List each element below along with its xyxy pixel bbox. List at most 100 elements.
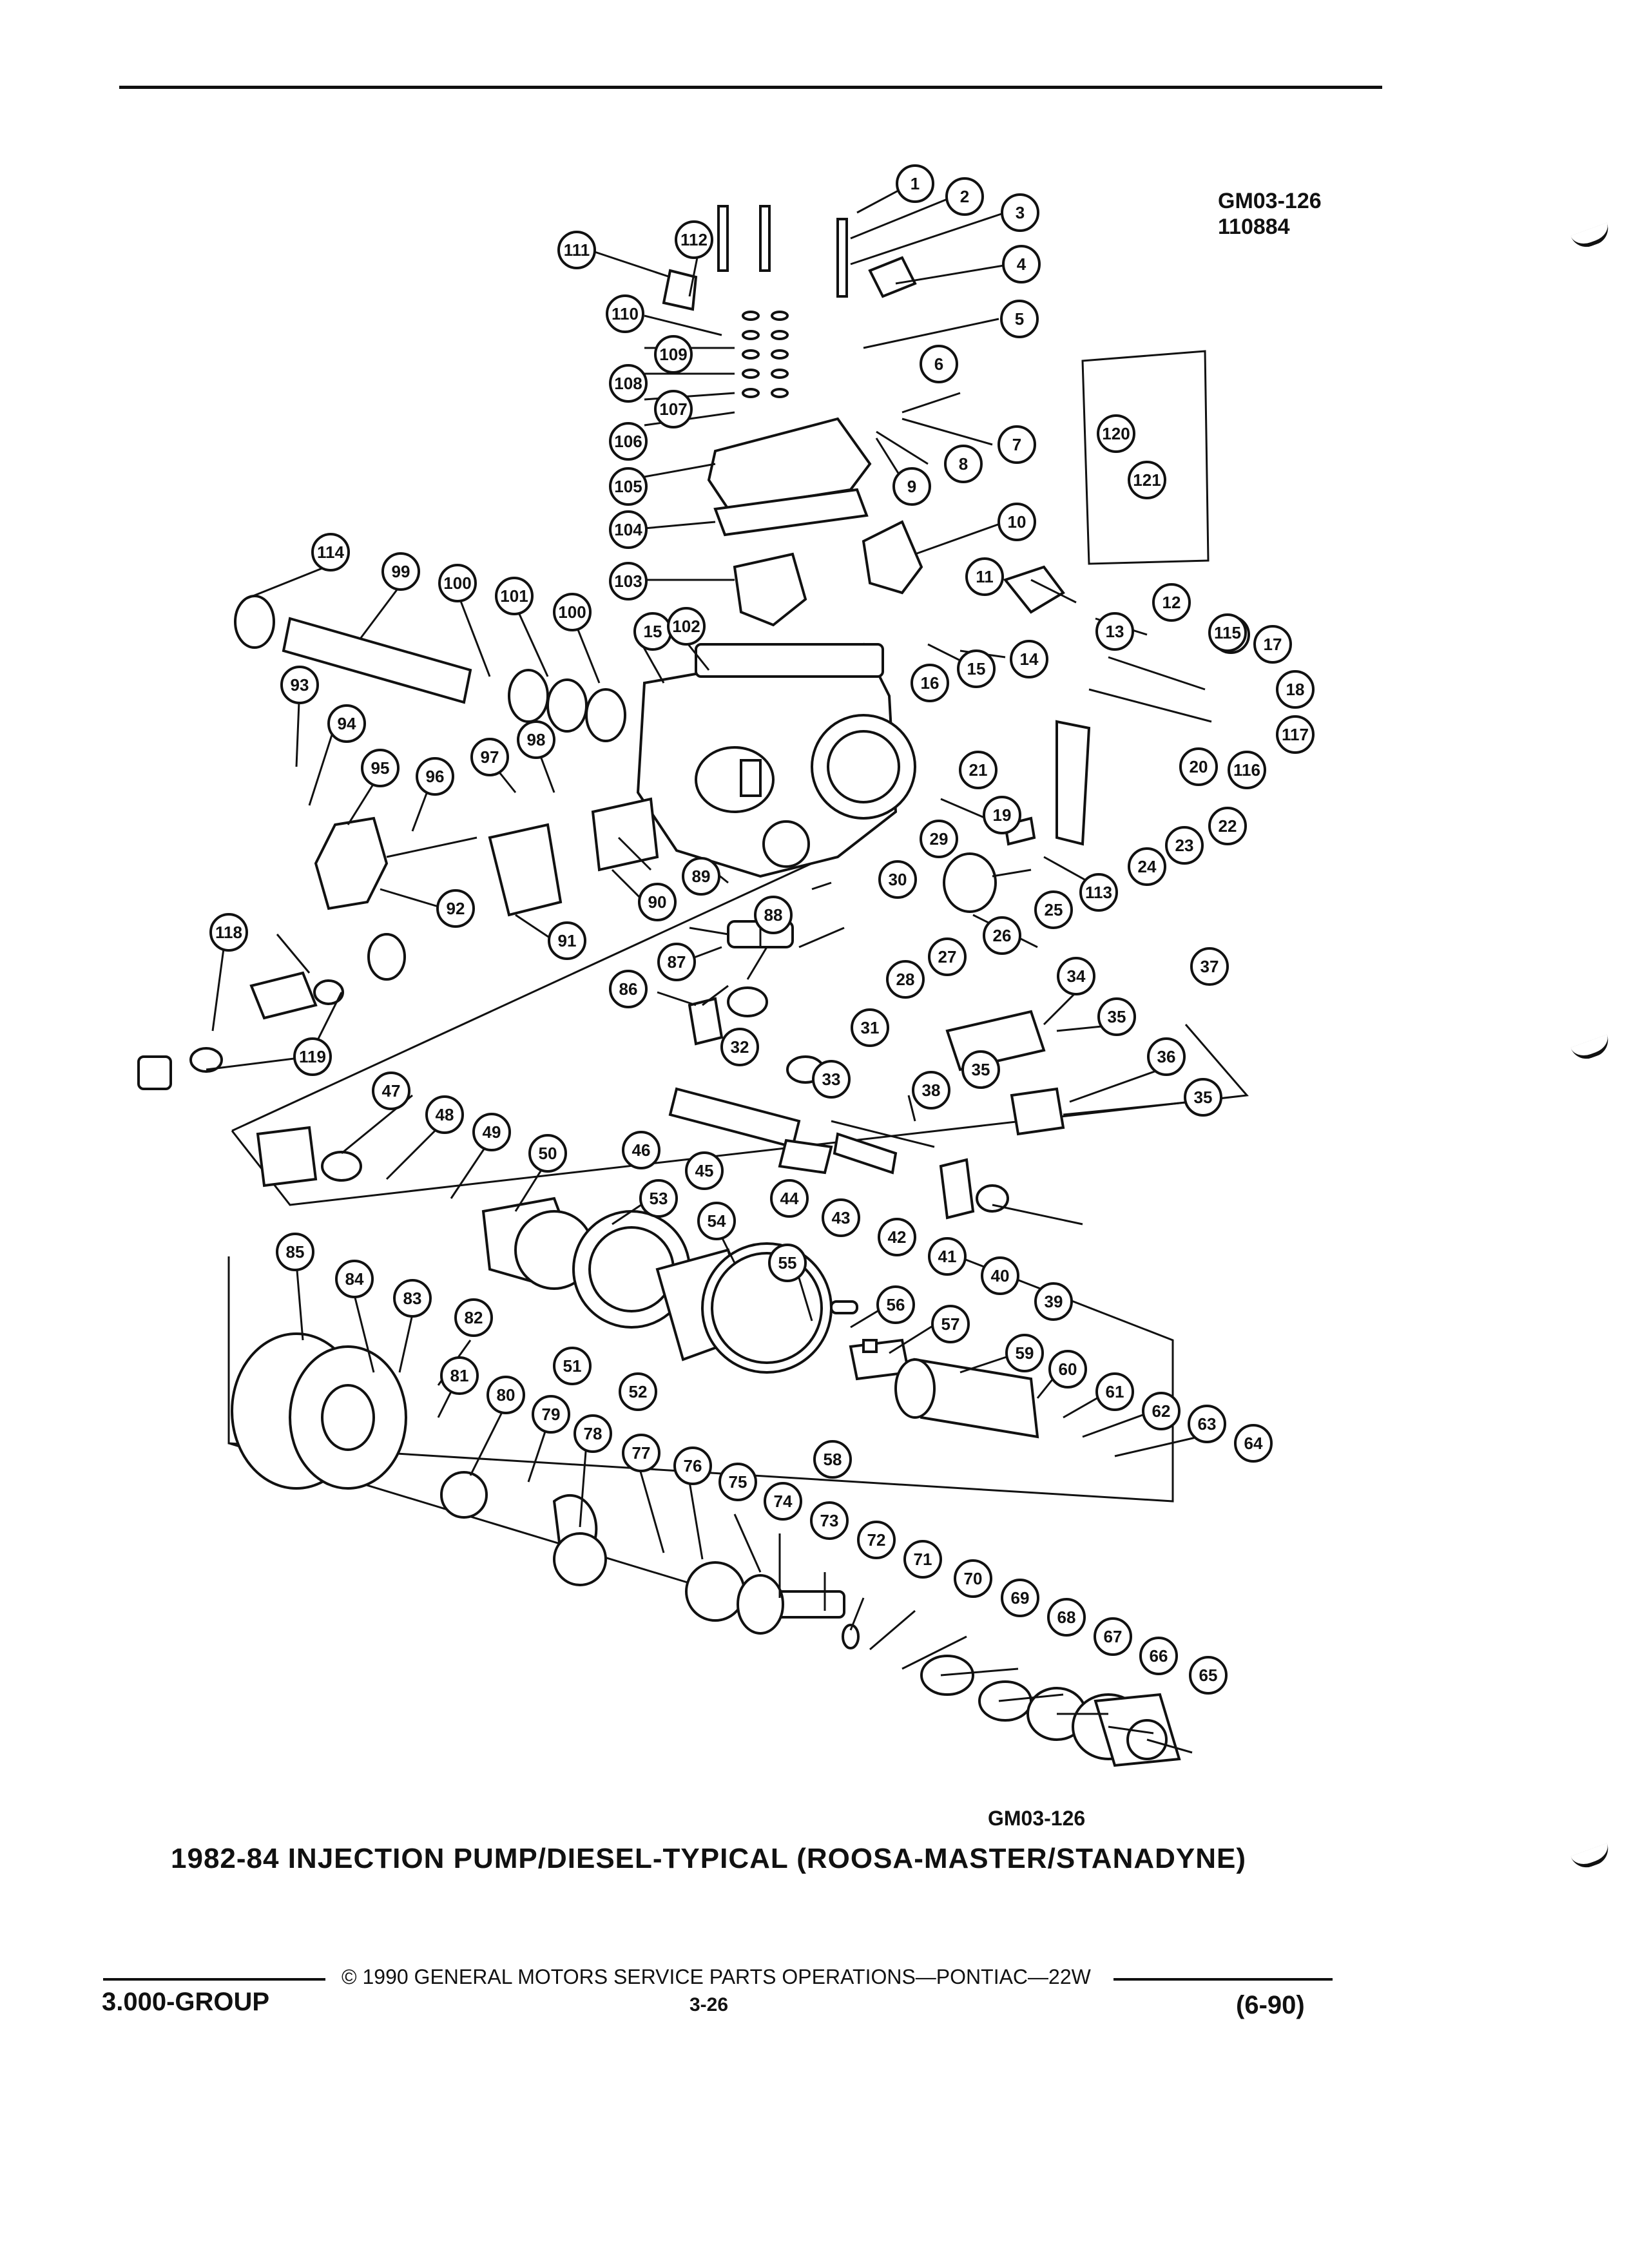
svg-text:66: 66 <box>1150 1646 1168 1666</box>
valve-parts <box>137 920 825 1090</box>
callout-62: 62 <box>1142 1392 1181 1430</box>
callout-65: 65 <box>1189 1656 1228 1695</box>
callout-70: 70 <box>954 1559 992 1598</box>
callout-119: 119 <box>293 1037 332 1076</box>
callout-35: 35 <box>1097 997 1136 1036</box>
svg-text:27: 27 <box>938 947 957 966</box>
svg-text:71: 71 <box>914 1550 932 1569</box>
svg-text:85: 85 <box>286 1242 305 1262</box>
svg-text:100: 100 <box>443 573 471 593</box>
callout-72: 72 <box>857 1521 896 1559</box>
callout-53: 53 <box>639 1179 678 1218</box>
callout-78: 78 <box>574 1414 612 1453</box>
svg-text:63: 63 <box>1198 1414 1217 1434</box>
callout-24: 24 <box>1128 847 1166 886</box>
svg-text:90: 90 <box>648 892 667 912</box>
footer-group: 3.000-GROUP <box>102 1988 270 2016</box>
svg-text:54: 54 <box>708 1211 726 1231</box>
callout-45: 45 <box>685 1151 724 1190</box>
svg-text:7: 7 <box>1012 435 1021 454</box>
footer-date: (6-90) <box>1236 1991 1305 2019</box>
footer-rule-left <box>103 1978 325 1981</box>
svg-text:35: 35 <box>972 1060 990 1079</box>
callout-43: 43 <box>822 1198 860 1237</box>
callout-30: 30 <box>878 860 917 899</box>
callout-100: 100 <box>438 564 477 602</box>
callout-7: 7 <box>998 425 1036 464</box>
svg-text:75: 75 <box>729 1472 747 1492</box>
callout-9: 9 <box>892 467 931 506</box>
callout-73: 73 <box>810 1501 849 1540</box>
svg-text:115: 115 <box>1214 623 1241 642</box>
callout-69: 69 <box>1001 1579 1039 1617</box>
callout-94: 94 <box>327 704 366 743</box>
callout-6: 6 <box>920 345 958 383</box>
svg-text:77: 77 <box>632 1443 651 1463</box>
callout-15: 15 <box>633 612 672 651</box>
callout-84: 84 <box>335 1260 374 1298</box>
svg-text:19: 19 <box>993 805 1012 825</box>
callout-41: 41 <box>928 1237 967 1276</box>
callout-23: 23 <box>1165 826 1204 865</box>
svg-text:15: 15 <box>967 659 986 678</box>
callout-118: 118 <box>209 913 248 952</box>
callout-66: 66 <box>1139 1637 1178 1675</box>
callout-79: 79 <box>532 1395 570 1434</box>
svg-text:100: 100 <box>558 602 586 622</box>
svg-text:88: 88 <box>764 905 783 925</box>
svg-text:20: 20 <box>1190 757 1208 776</box>
callout-51: 51 <box>553 1347 592 1385</box>
svg-text:48: 48 <box>436 1105 454 1124</box>
svg-text:84: 84 <box>345 1269 364 1289</box>
svg-text:91: 91 <box>558 931 577 950</box>
svg-text:102: 102 <box>672 617 700 636</box>
svg-text:28: 28 <box>896 970 915 989</box>
callout-107: 107 <box>654 390 693 428</box>
svg-text:59: 59 <box>1016 1343 1034 1363</box>
svg-text:98: 98 <box>527 730 546 749</box>
svg-text:87: 87 <box>668 952 686 972</box>
callout-20: 20 <box>1179 747 1218 786</box>
callout-60: 60 <box>1048 1350 1087 1389</box>
svg-text:64: 64 <box>1244 1434 1263 1453</box>
callout-92: 92 <box>436 889 475 928</box>
svg-text:62: 62 <box>1152 1401 1171 1421</box>
callout-121: 121 <box>1128 461 1166 499</box>
callout-35: 35 <box>1184 1078 1222 1117</box>
callout-120: 120 <box>1097 414 1135 453</box>
callout-111: 111 <box>557 231 596 269</box>
figure-title: 1982-84 INJECTION PUMP/DIESEL-TYPICAL (R… <box>171 1843 1247 1874</box>
svg-text:97: 97 <box>481 747 499 767</box>
svg-text:105: 105 <box>614 477 642 496</box>
svg-text:69: 69 <box>1011 1588 1030 1608</box>
rotor-group <box>231 1332 1039 1635</box>
svg-text:74: 74 <box>774 1492 793 1511</box>
callout-89: 89 <box>682 857 720 896</box>
callout-63: 63 <box>1188 1405 1226 1443</box>
svg-text:26: 26 <box>993 926 1012 945</box>
callout-100: 100 <box>553 593 592 631</box>
pump-housing <box>636 642 916 878</box>
callout-54: 54 <box>697 1202 736 1240</box>
callout-32: 32 <box>720 1028 759 1066</box>
callout-13: 13 <box>1095 612 1134 651</box>
callout-58: 58 <box>813 1440 852 1479</box>
callout-56: 56 <box>876 1285 915 1324</box>
svg-text:47: 47 <box>382 1081 401 1100</box>
callout-33: 33 <box>812 1060 851 1099</box>
svg-text:80: 80 <box>497 1385 516 1405</box>
footer-page-number: 3-26 <box>689 1994 729 2015</box>
svg-text:22: 22 <box>1219 816 1237 836</box>
callout-112: 112 <box>675 220 713 259</box>
callout-110: 110 <box>606 294 644 333</box>
svg-text:81: 81 <box>450 1366 469 1385</box>
svg-text:101: 101 <box>500 586 528 606</box>
callout-98: 98 <box>517 720 555 759</box>
svg-text:40: 40 <box>991 1266 1010 1285</box>
callout-25: 25 <box>1034 890 1073 929</box>
svg-text:72: 72 <box>867 1530 886 1550</box>
callout-67: 67 <box>1094 1617 1132 1656</box>
callout-101: 101 <box>495 577 534 615</box>
callout-115: 115 <box>1208 613 1247 652</box>
inset-box-120-121 <box>1081 350 1210 565</box>
